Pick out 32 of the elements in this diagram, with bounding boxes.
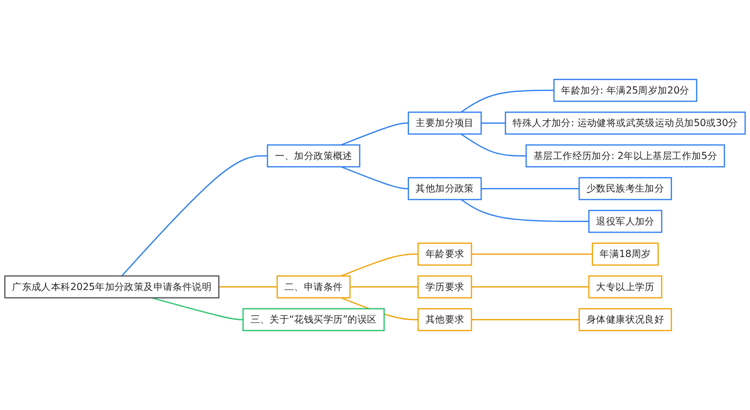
node-box: 广东成人本科2025年加分政策及申请条件说明 bbox=[4, 275, 220, 298]
connector bbox=[460, 199, 589, 222]
node-box: 年满18周岁 bbox=[592, 242, 659, 266]
connector bbox=[481, 122, 506, 124]
node-box: 基层工作经历加分: 2年以上基层工作加5分 bbox=[526, 144, 726, 168]
node-box: 一、加分政策概述 bbox=[266, 144, 360, 168]
node-box: 其他加分政策 bbox=[408, 177, 482, 200]
node-box: 特殊人才加分: 运动健将或武英级运动员加50或30分 bbox=[504, 112, 746, 135]
connector bbox=[471, 286, 589, 288]
node-box: 其他要求 bbox=[417, 308, 472, 332]
connector bbox=[340, 254, 418, 277]
node-box: 三、关于“花钱买学历”的误区 bbox=[242, 308, 385, 332]
connector bbox=[481, 188, 580, 190]
node-box: 少数民族考生加分 bbox=[578, 177, 672, 200]
node-box: 学历要求 bbox=[417, 275, 472, 298]
connector bbox=[471, 319, 580, 320]
connector bbox=[471, 254, 592, 255]
node-box: 二、申请条件 bbox=[276, 275, 351, 298]
node-box: 主要加分项目 bbox=[408, 112, 482, 135]
connector bbox=[460, 90, 554, 113]
node-box: 大专以上学历 bbox=[588, 275, 662, 298]
connector bbox=[340, 122, 408, 146]
connector bbox=[121, 155, 268, 276]
connector bbox=[460, 134, 526, 156]
connector bbox=[340, 166, 408, 190]
node-box: 退役军人加分 bbox=[588, 210, 662, 233]
connector bbox=[218, 286, 278, 288]
node-box: 年龄加分: 年满25周岁加20分 bbox=[553, 78, 698, 102]
node-box: 年龄要求 bbox=[417, 242, 472, 266]
connector bbox=[350, 286, 418, 288]
node-box: 身体健康状况良好 bbox=[578, 308, 672, 332]
connector bbox=[151, 297, 244, 320]
